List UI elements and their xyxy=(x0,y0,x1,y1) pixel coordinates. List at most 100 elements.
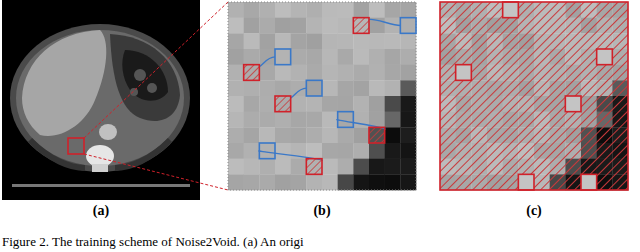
neighbor-link xyxy=(291,88,307,98)
pixel xyxy=(369,174,385,190)
pixel xyxy=(291,18,307,34)
pixel xyxy=(369,80,385,96)
loss-pixel xyxy=(503,2,519,18)
pixel xyxy=(385,80,401,96)
pixel xyxy=(306,159,322,175)
pixel xyxy=(306,65,322,81)
pixel xyxy=(228,49,244,65)
pixel xyxy=(369,49,385,65)
pixel xyxy=(275,174,291,190)
masked-pixel xyxy=(369,127,385,143)
pixel xyxy=(228,2,244,18)
panel-label: (b) xyxy=(313,203,330,219)
pixel xyxy=(259,33,275,49)
pixel xyxy=(306,174,322,190)
pixel xyxy=(244,18,260,34)
pixel xyxy=(275,127,291,143)
pixel xyxy=(228,143,244,159)
pixel xyxy=(275,112,291,128)
loss-pixel xyxy=(565,96,581,112)
pixel xyxy=(322,174,338,190)
pixel xyxy=(565,96,581,112)
replacement-pixel xyxy=(338,112,354,128)
pixel xyxy=(228,65,244,81)
pixel xyxy=(291,159,307,175)
pixel xyxy=(338,80,354,96)
pixel xyxy=(338,159,354,175)
pixel xyxy=(306,143,322,159)
pixel xyxy=(353,18,369,34)
neighbor-link xyxy=(369,19,400,25)
pixel xyxy=(353,159,369,175)
noisy-patch xyxy=(228,2,416,190)
pixel xyxy=(385,49,401,65)
pixel xyxy=(322,143,338,159)
pixel xyxy=(338,49,354,65)
pixel xyxy=(353,2,369,18)
pixel xyxy=(369,33,385,49)
pixel xyxy=(353,65,369,81)
pixel xyxy=(353,143,369,159)
pixel xyxy=(291,96,307,112)
pixel xyxy=(338,112,354,128)
pixel xyxy=(322,80,338,96)
panel-label: (a) xyxy=(93,203,109,219)
pixel xyxy=(244,2,260,18)
pixel xyxy=(338,2,354,18)
pixel xyxy=(244,65,260,81)
pixel xyxy=(338,18,354,34)
replacement-pixel xyxy=(306,80,322,96)
pixel xyxy=(306,112,322,128)
pixel xyxy=(400,127,416,143)
pixel xyxy=(322,2,338,18)
pixel xyxy=(244,49,260,65)
pixel xyxy=(322,65,338,81)
pixel xyxy=(244,127,260,143)
pixel xyxy=(306,96,322,112)
pixel xyxy=(244,96,260,112)
pixel xyxy=(322,33,338,49)
pixel xyxy=(228,112,244,128)
pixel xyxy=(353,96,369,112)
pixel xyxy=(228,127,244,143)
pixel xyxy=(228,96,244,112)
masked-pixel xyxy=(244,65,260,81)
pixel xyxy=(385,159,401,175)
pixel xyxy=(275,159,291,175)
pixel xyxy=(385,33,401,49)
pixel xyxy=(275,49,291,65)
pixel xyxy=(228,174,244,190)
pixel xyxy=(228,18,244,34)
pixel xyxy=(369,159,385,175)
pixel xyxy=(275,18,291,34)
pixel xyxy=(244,143,260,159)
pixel xyxy=(259,80,275,96)
loss-pixel xyxy=(456,65,472,81)
pixel xyxy=(306,33,322,49)
pixel xyxy=(353,80,369,96)
pixel xyxy=(581,174,597,190)
pixel xyxy=(400,33,416,49)
pixel xyxy=(400,65,416,81)
pixel xyxy=(322,18,338,34)
pixel xyxy=(291,65,307,81)
pixel xyxy=(400,18,416,34)
masked-pixel xyxy=(275,96,291,112)
pixel xyxy=(353,49,369,65)
pixel xyxy=(291,49,307,65)
pixel xyxy=(400,49,416,65)
masked-patch xyxy=(440,2,628,190)
pixel xyxy=(353,174,369,190)
pixel xyxy=(369,96,385,112)
neighbor-link xyxy=(259,57,275,67)
panel-label: (c) xyxy=(526,203,542,219)
pixel xyxy=(338,96,354,112)
pixel xyxy=(259,112,275,128)
pixel xyxy=(369,2,385,18)
panel-border xyxy=(228,2,416,190)
pixel xyxy=(369,143,385,159)
pixel xyxy=(369,65,385,81)
pixel xyxy=(306,49,322,65)
pixel xyxy=(244,33,260,49)
pixel xyxy=(291,33,307,49)
